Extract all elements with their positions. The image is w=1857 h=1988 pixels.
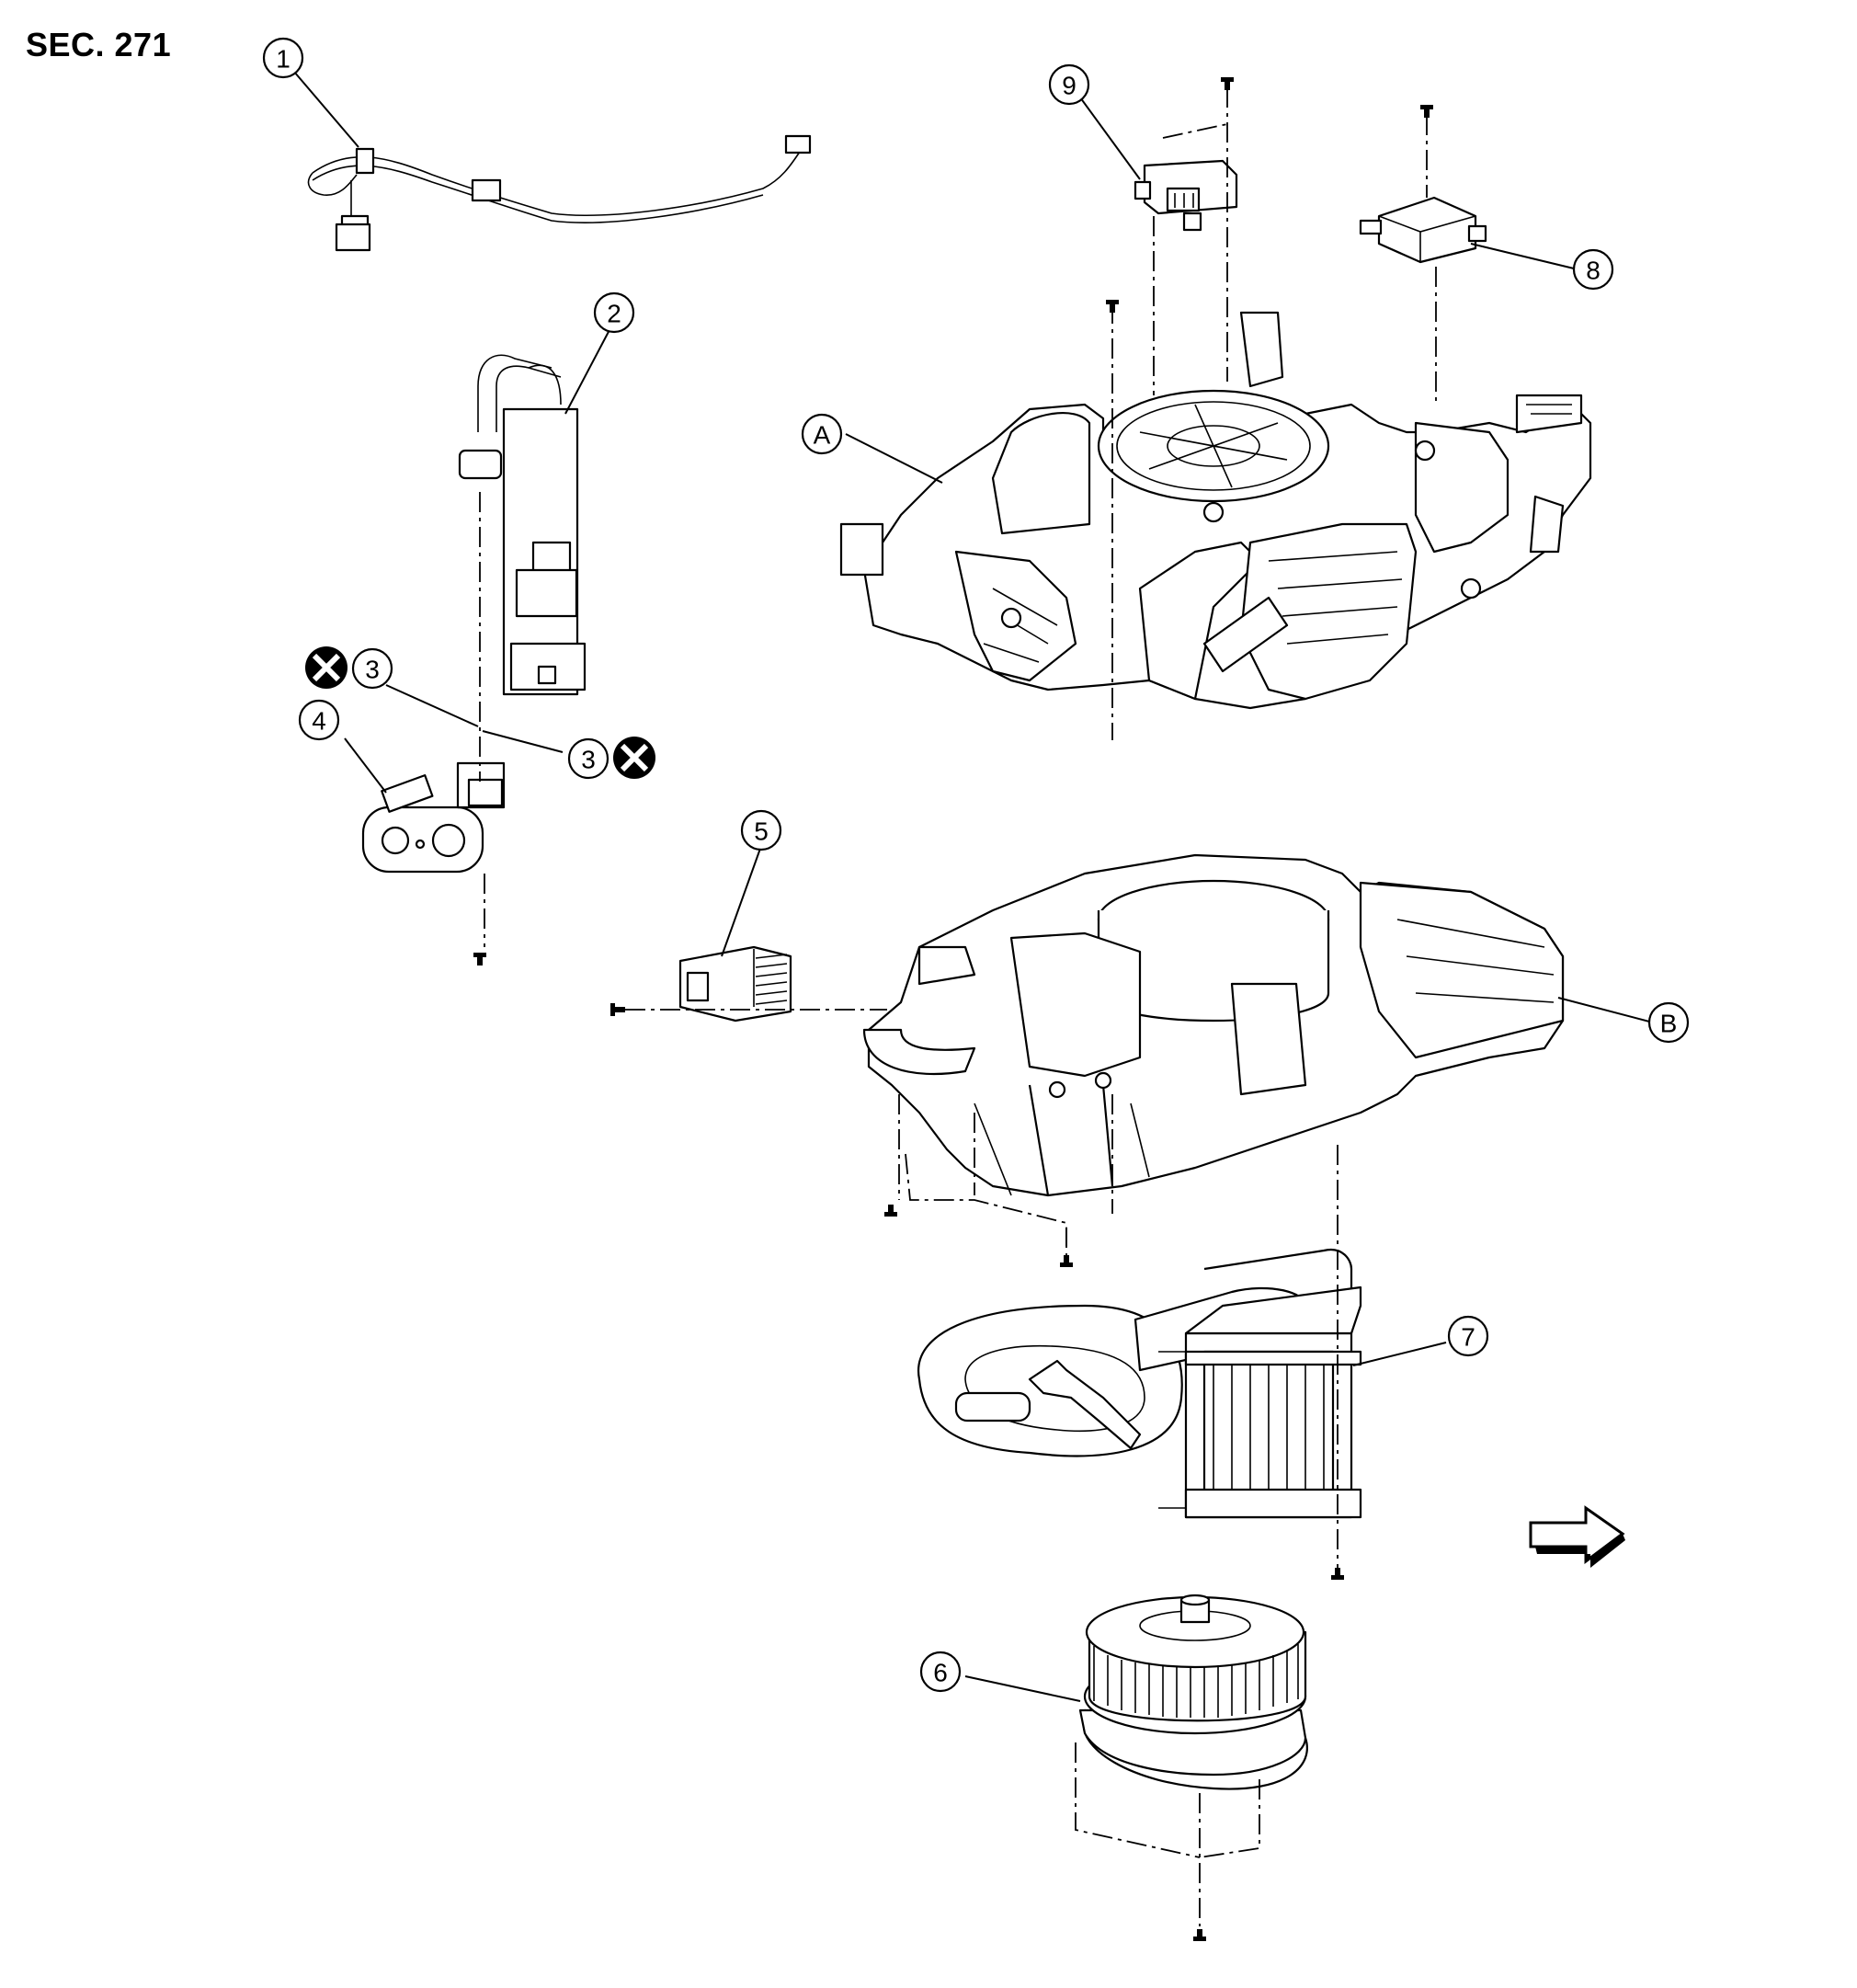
- callout-3a: 3: [351, 647, 393, 690]
- callout-9: 9: [1048, 63, 1090, 106]
- callout-7: 7: [1447, 1315, 1489, 1357]
- svg-text:8: 8: [1586, 257, 1601, 285]
- screws: [473, 77, 1433, 1941]
- part-5-blower-resistor: [678, 945, 792, 1023]
- screw-icon: [884, 1205, 897, 1217]
- screw-icon: [1420, 105, 1433, 118]
- screw-icon: [1060, 1255, 1073, 1267]
- callout-b: B: [1647, 1001, 1690, 1044]
- section-label: SEC. 271: [26, 26, 172, 63]
- screw-icon: [1331, 1568, 1344, 1580]
- screw-icon: [473, 953, 486, 965]
- part-2-evaporator-pipe: [458, 354, 587, 696]
- svg-text:7: 7: [1461, 1323, 1475, 1352]
- svg-text:3: 3: [365, 656, 380, 684]
- screw-icon: [1193, 1929, 1206, 1941]
- svg-text:2: 2: [607, 300, 621, 328]
- do-not-reuse-icon: [613, 737, 655, 779]
- screw-icon: [1221, 77, 1234, 90]
- svg-text:5: 5: [754, 817, 769, 846]
- callout-1: 1: [262, 37, 304, 79]
- part-9-actuator: [1134, 159, 1238, 232]
- callout-6: 6: [919, 1651, 962, 1693]
- callout-3b: 3: [567, 737, 610, 780]
- callout-4: 4: [298, 699, 340, 741]
- part-6-blower-motor: [1078, 1594, 1308, 1790]
- svg-text:B: B: [1660, 1010, 1678, 1038]
- callout-2: 2: [593, 291, 635, 334]
- svg-text:3: 3: [581, 746, 596, 774]
- screw-icon: [1106, 300, 1119, 313]
- leader-lines: [293, 71, 1654, 1702]
- part-1-harness: [307, 134, 812, 252]
- screw-icon: [610, 1003, 625, 1016]
- part-4-expansion-valve: [361, 761, 506, 874]
- part-8-actuator: [1359, 196, 1487, 264]
- callouts: 1 2 3 3 4 5 6 7 8 9 A B: [262, 37, 1690, 1693]
- housing-b-lower-case: [862, 853, 1565, 1197]
- svg-text:4: 4: [312, 707, 326, 736]
- part-7-heater-core: [917, 1248, 1362, 1519]
- svg-text:9: 9: [1062, 72, 1077, 100]
- svg-text:1: 1: [276, 45, 291, 74]
- assembly-guide-lines: [479, 87, 1437, 1926]
- front-arrow-icon: [1529, 1505, 1625, 1568]
- svg-text:6: 6: [933, 1659, 948, 1687]
- housing-a-upper-case: [839, 311, 1592, 710]
- callout-5: 5: [740, 809, 782, 851]
- do-not-reuse-icon: [305, 646, 347, 689]
- callout-a: A: [801, 413, 843, 455]
- svg-text:A: A: [814, 421, 831, 450]
- callout-8: 8: [1572, 248, 1614, 291]
